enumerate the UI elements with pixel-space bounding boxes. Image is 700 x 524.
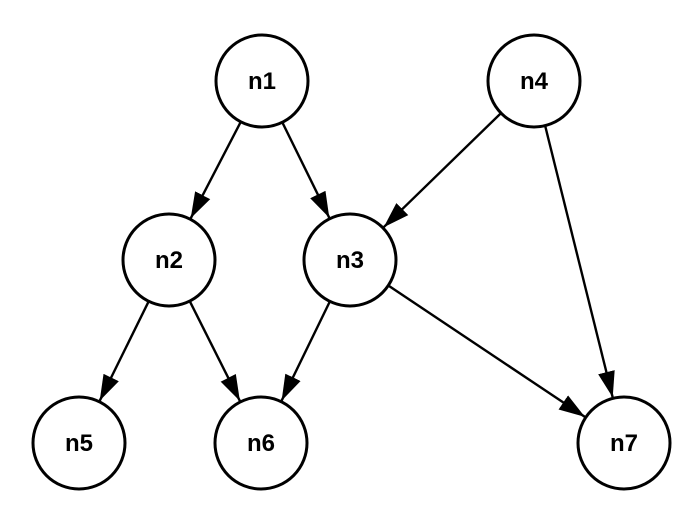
node-label: n4: [520, 68, 549, 95]
node-circle: [302, 212, 398, 308]
node-n4: n4: [486, 33, 582, 129]
node-circle: [576, 395, 672, 491]
edge-n4-n3: [382, 112, 502, 229]
edge-n2-n6: [188, 300, 241, 402]
node-circle: [121, 212, 217, 308]
edge-n3-n7: [387, 284, 586, 418]
node-n6: n6: [213, 395, 309, 491]
node-n5: n5: [31, 395, 127, 491]
node-circle: [486, 33, 582, 129]
node-n7: n7: [576, 395, 672, 491]
node-n2: n2: [121, 212, 217, 308]
edge-n1-n3: [281, 121, 331, 219]
edge-n2-n5: [98, 300, 150, 402]
node-n1: n1: [214, 33, 310, 129]
node-circle: [214, 33, 310, 129]
node-label: n5: [65, 430, 93, 457]
node-label: n2: [155, 247, 183, 274]
node-circle: [213, 395, 309, 491]
node-label: n3: [336, 247, 364, 274]
edge-n3-n6: [280, 300, 331, 402]
nodes-layer: n1 n2 n3 n4 n5 n6 n7: [31, 33, 672, 491]
node-n3: n3: [302, 212, 398, 308]
edge-n1-n2: [189, 121, 242, 219]
node-label: n6: [247, 430, 275, 457]
edges-layer: [98, 112, 615, 418]
edge-n4-n7: [543, 125, 615, 398]
node-label: n7: [610, 430, 638, 457]
node-label: n1: [248, 68, 276, 95]
node-circle: [31, 395, 127, 491]
